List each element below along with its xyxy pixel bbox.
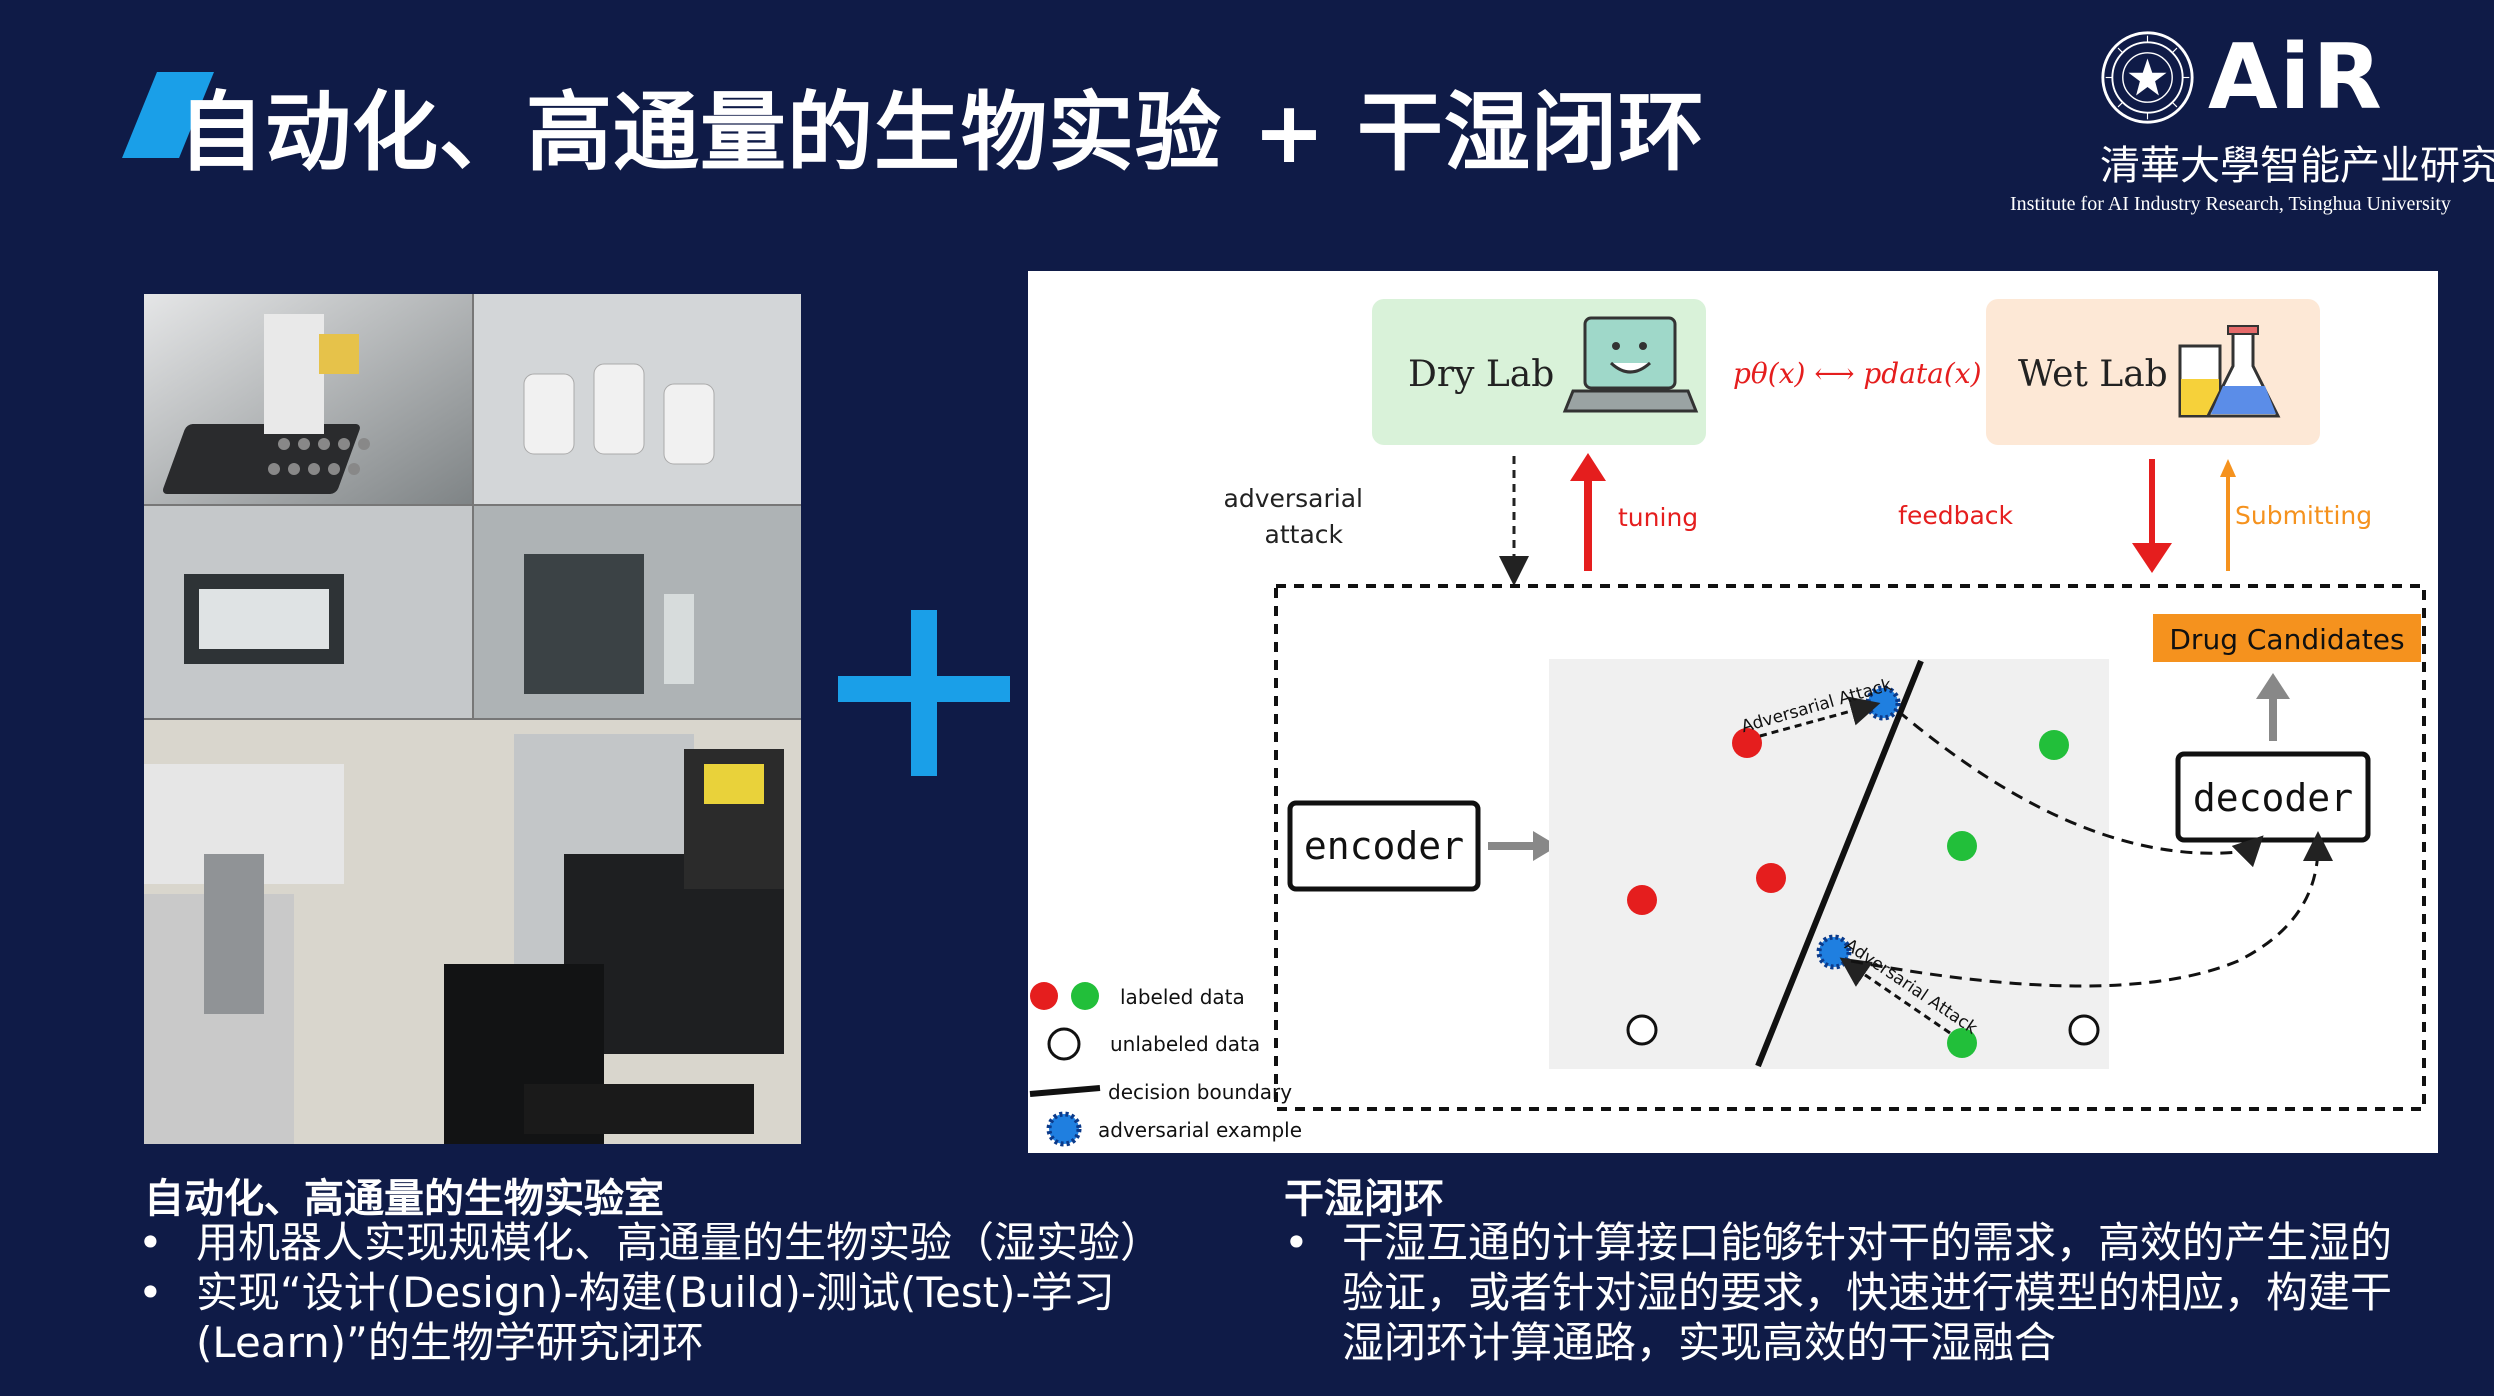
left-bullet-1-text: 用机器人实现规模化、高通量的生物实验（湿实验） (196, 1218, 1163, 1267)
left-bullet-2-text: 实现“设计(Design)-构建(Build)-测试(Test)-学习(Lear… (196, 1268, 1115, 1367)
feedback-label: feedback (1898, 501, 2013, 530)
tsinghua-seal-icon (2101, 31, 2194, 124)
legend-unlabeled-dot (1047, 1027, 1081, 1061)
drug-candidates-box (2153, 614, 2421, 662)
legend-labeled-text: labeled data (1120, 985, 1245, 1009)
left-caption-heading: 自动化、高通量的生物实验室 (144, 1176, 664, 1222)
adversarial-attack-top-arrow (1759, 696, 1881, 738)
unlabeled-point (1626, 1014, 1658, 1046)
unlabeled-point (2068, 1014, 2100, 1046)
legend-boundary-line (1029, 1085, 1101, 1097)
flask-beaker-icon (2178, 325, 2281, 418)
air-logo-text: AiR (2208, 25, 2384, 130)
lab-photo-collage (144, 294, 801, 1144)
legend-boundary-text: decision boundary (1108, 1080, 1292, 1104)
left-bullet-1: • 用机器人实现规模化、高通量的生物实验（湿实验） (138, 1218, 1188, 1268)
adversarial-attack-label-line1: adversarial (1224, 484, 1363, 513)
decoder-to-adversarial-curve (1850, 831, 2333, 988)
bullet-dot: • (138, 1218, 163, 1267)
drug-candidates-label: Drug Candidates (2169, 623, 2404, 656)
encoder-box (1287, 800, 1481, 892)
lab-photo-image (144, 294, 801, 1144)
encoder-label: encoder (1304, 824, 1464, 868)
decision-boundary-line (1755, 659, 1924, 1068)
labeled-red-point (1627, 885, 1657, 915)
dry-wet-loop-diagram: Dry Lab pθ(x) ⟷ pdata(x) Wet Lab adversa… (1028, 271, 2438, 1153)
dry-lab-label: Dry Lab (1408, 354, 1554, 395)
latent-space-panel (1549, 659, 2109, 1069)
labeled-green-point (1947, 831, 1977, 861)
decoder-box (2175, 751, 2371, 843)
bullet-dot: • (1284, 1218, 1309, 1267)
submitting-label: Submitting (2235, 501, 2372, 530)
legend: labeled data unlabeled data decision bou… (1029, 982, 1302, 1147)
diagram-canvas: Dry Lab pθ(x) ⟷ pdata(x) Wet Lab adversa… (1029, 299, 2426, 1147)
model-frame (1274, 584, 2426, 1111)
adversarial-to-decoder-curve (1897, 709, 2264, 868)
labeled-red-point (1732, 728, 1762, 758)
laptop-icon (1562, 316, 1699, 413)
legend-unlabeled-text: unlabeled data (1110, 1032, 1260, 1056)
logo-chinese-name: 清華大學智能产业研究院 (2100, 143, 2494, 189)
page-title: 自动化、高通量的生物实验 + 干湿闭环 (178, 83, 1705, 183)
right-caption-heading: 干湿闭环 (1284, 1176, 1444, 1222)
legend-red-dot (1030, 982, 1058, 1010)
decoder-label: decoder (2193, 776, 2353, 820)
wet-lab-label: Wet Lab (2018, 354, 2168, 395)
right-bullet-1: • 干湿互通的计算接口能够针对干的需求，高效的产生湿的验证，或者针对湿的要求，快… (1284, 1218, 2394, 1378)
tuning-label: tuning (1618, 503, 1698, 532)
labeled-green-point (1947, 1028, 1977, 1058)
labeled-green-point (2039, 730, 2069, 760)
logo-english-name: Institute for AI Industry Research, Tsin… (2010, 193, 2451, 215)
plus-sign-vertical (911, 610, 937, 776)
legend-adversarial-icon (1046, 1111, 1082, 1147)
adversarial-attack-label-line2: attack (1265, 520, 1344, 549)
adversarial-attack-bottom-arrow (1839, 957, 1951, 1035)
distribution-formula: pθ(x) ⟷ pdata(x) (1733, 357, 1982, 390)
labeled-red-point (1756, 863, 1786, 893)
logo: AiR 清華大學智能产业研究院 Institute for AI Industr… (2010, 25, 2494, 225)
left-bullet-2: • 实现“设计(Design)-构建(Build)-测试(Test)-学习(Le… (138, 1268, 1138, 1378)
legend-adversarial-text: adversarial example (1098, 1118, 1302, 1142)
bullet-dot: • (138, 1268, 163, 1317)
right-bullet-1-text: 干湿互通的计算接口能够针对干的需求，高效的产生湿的验证，或者针对湿的要求，快速进… (1342, 1218, 2393, 1367)
legend-green-dot (1071, 982, 1099, 1010)
